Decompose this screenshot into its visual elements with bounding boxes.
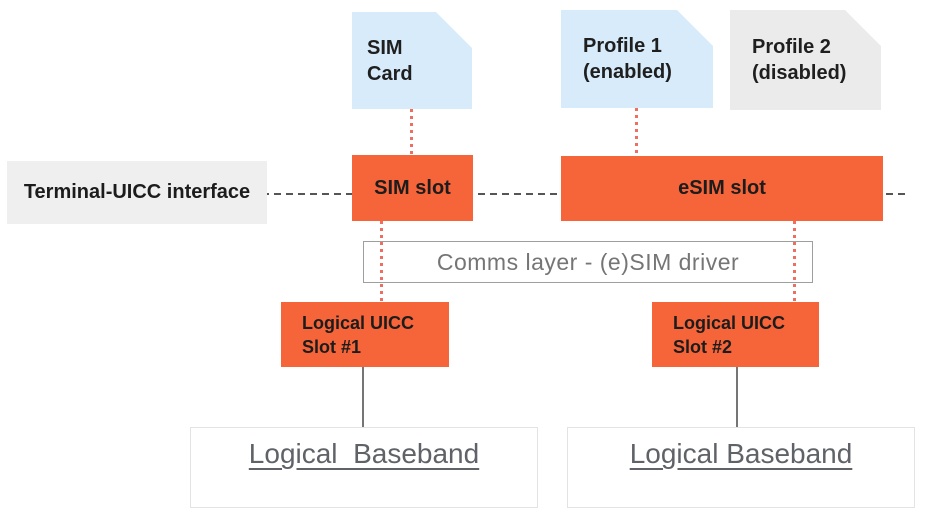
sim-card-node: SIM Card [352,12,472,109]
comms-layer-node: Comms layer - (e)SIM driver [363,241,813,283]
sim-slot-label: SIM slot [374,176,451,199]
esim-slot-node: eSIM slot [561,156,883,221]
uicc1-to-baseband-connector [362,367,364,427]
logical-uicc-slot1-label: Logical UICC Slot #1 [302,312,415,357]
profile1-label: Profile 1 (enabled) [583,35,672,83]
profile1-to-esim-slot-dotted-connector [635,108,638,156]
esim-slot-to-uicc2-dotted-connector [793,221,796,302]
logical-baseband2-label: Logical Baseband [629,438,853,469]
logical-uicc-slot2-node: Logical UICC Slot #2 [652,302,819,367]
logical-uicc-slot2-label: Logical UICC Slot #2 [673,312,786,357]
sim-card-label: SIM Card [367,36,413,85]
esim-slot-label: eSIM slot [678,177,766,199]
profile2-label: Profile 2 (disabled) [752,36,847,84]
terminal-uicc-interface-text: Terminal-UICC interface [23,181,251,203]
logical-uicc-slot1-node: Logical UICC Slot #1 [281,302,449,367]
profile1-enabled-node: Profile 1 (enabled) [561,10,713,108]
logical-baseband2-node: Logical Baseband [567,427,915,508]
logical-baseband1-label: Logical Baseband [248,438,480,469]
terminal-uicc-interface-label: Terminal-UICC interface [7,161,267,224]
uicc2-to-baseband-connector [736,367,738,427]
logical-baseband1-node: Logical Baseband [190,427,538,508]
sim-slot-to-uicc1-dotted-connector [380,221,383,302]
sim-slot-node: SIM slot [352,155,473,221]
profile2-disabled-node: Profile 2 (disabled) [730,10,881,110]
comms-layer-label: Comms layer - (e)SIM driver [436,248,740,275]
sim-card-to-sim-slot-dotted-connector [410,109,413,155]
